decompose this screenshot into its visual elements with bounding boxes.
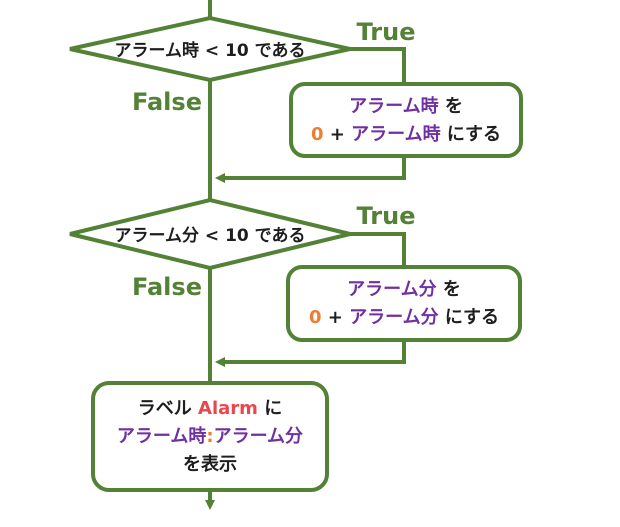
return-connector-1 [215,156,406,183]
process-1-var2: アラーム時 [351,124,440,145]
process-1-plus: + [330,124,345,145]
process-1-suffix: にする [447,124,501,145]
process-2-line-2: 0 + アラーム分 にする [309,307,499,328]
display-line-3: を表示 [183,453,237,475]
decision-1-suffix: である [255,41,306,61]
decision-2-text: アラーム分 < 10 である [114,226,305,246]
decision-2-num: 10 [225,226,249,246]
decision-2-true-label: True [357,202,416,230]
display-particle-ni: に [264,398,282,419]
process-1-line-1: アラーム時 を [349,96,463,117]
process-2-wo: を [443,279,461,300]
process-2-zero: 0 [309,307,322,328]
decision-1-true-label: True [357,18,416,46]
decision-1-text: アラーム時 < 10 である [114,40,305,61]
process-2-var2: アラーム分 [349,307,438,328]
display-label-name: Alarm [198,398,258,419]
decision-2-false-label: False [132,273,202,301]
display-var-min: アラーム分 [214,426,303,447]
process-1-zero: 0 [311,124,324,145]
decision-1-var: アラーム時 [114,40,199,61]
display-line-2: アラーム時:アラーム分 [117,426,303,447]
process-2-line-1: アラーム分 を [347,279,461,300]
decision-2-op: < [205,226,219,246]
true-connector-1 [350,47,406,84]
return-connector-2 [215,340,406,367]
process-1-box [289,82,523,158]
decision-2-var: アラーム分 [114,226,199,246]
process-2-suffix: にする [445,307,499,328]
process-2-var: アラーム分 [347,279,436,300]
process-2-box [286,265,522,342]
process-1-wo: を [445,96,463,117]
process-1-var: アラーム時 [349,96,438,117]
decision-2-suffix: である [255,226,306,246]
process-1-line-2: 0 + アラーム時 にする [311,124,501,145]
decision-1-false-label: False [132,88,202,116]
display-colon: : [206,426,213,447]
display-line-1: ラベル Alarm に [138,398,282,419]
process-2-plus: + [328,307,343,328]
display-prefix: ラベル [138,398,192,419]
decision-1-op: < [205,41,219,61]
decision-1-num: 10 [225,41,249,61]
true-connector-2 [350,232,406,267]
display-var-hour: アラーム時 [117,426,206,447]
